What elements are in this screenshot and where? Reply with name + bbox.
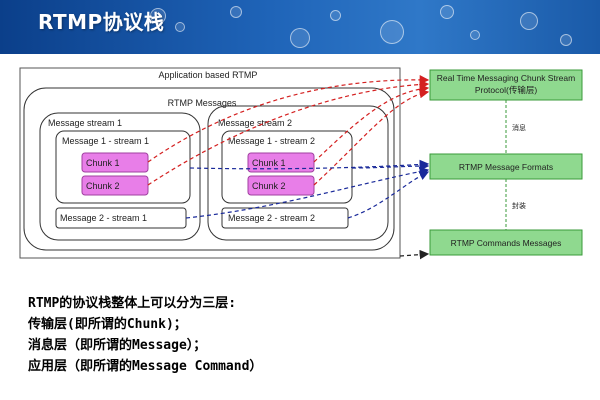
explanation-line-4: 应用层（即所谓的Message Command） [28, 359, 263, 374]
red-arrow-chunk-1-s1 [147, 75, 430, 163]
explanation-line-2: 传输层(即所谓的Chunk)； [28, 317, 187, 332]
stream-2-chunk-2 [247, 175, 315, 196]
application-label: Application based RTMP [159, 70, 258, 80]
message-1-stream-1-label: Message 1 - stream 1 [62, 136, 149, 146]
blue-arrow-message-1-s2 [351, 161, 430, 171]
bubble-decoration [440, 5, 454, 19]
blue-arrow-message-2-s2 [347, 171, 430, 219]
stream-1-chunk-2 [81, 175, 149, 196]
commands-layer-label: RTMP Commands Messages [451, 238, 562, 248]
stream-1-chunk-1 [81, 152, 149, 173]
explanation-line-3: 消息层（即所谓的Message）； [28, 338, 207, 353]
commands-layer-box [429, 229, 583, 256]
message-2-stream-1-label: Message 2 - stream 1 [60, 213, 147, 223]
side-label-upper: 消息 [512, 123, 526, 132]
bubble-decoration [290, 28, 310, 48]
chunk-stream-layer-label-line2: Protocol(传输层) [475, 85, 538, 95]
rtmp-messages-label: RTMP Messages [168, 98, 237, 108]
black-arrow-application [399, 249, 430, 260]
red-arrow-chunk-1-s2 [313, 84, 430, 163]
bubble-decoration [470, 30, 480, 40]
message-stream-1-label: Message stream 1 [48, 118, 122, 128]
stream-2-chunk-1-label: Chunk 1 [252, 158, 286, 168]
explanation-text: RTMP的协议栈整体上可以分为三层: 传输层(即所谓的Chunk)； 消息层（即… [28, 293, 588, 377]
blue-arrow-message-1-s1 [189, 159, 430, 170]
stream-2-chunk-2-label: Chunk 2 [252, 181, 286, 191]
stream-2-chunk-1 [247, 152, 315, 173]
stream-1-chunk-2-label: Chunk 2 [86, 181, 120, 191]
bubble-decoration [330, 10, 341, 21]
side-label-lower: 封装 [512, 201, 526, 210]
rtmp-stack-diagram: Application based RTMP RTMP Messages Mes… [19, 67, 583, 260]
bubble-decoration [150, 8, 166, 24]
message-1-stream-2-label: Message 1 - stream 2 [228, 136, 315, 146]
slide-title: RTMP协议栈 [38, 10, 165, 34]
stream-1-chunk-1-label: Chunk 1 [86, 158, 120, 168]
message-stream-2-label: Message stream 2 [218, 118, 292, 128]
bubble-decoration [560, 34, 572, 46]
message-stream-2-box [207, 105, 389, 241]
title-banner: RTMP协议栈 [0, 0, 600, 54]
message-formats-layer-label: RTMP Message Formats [459, 162, 553, 172]
bubble-decoration [230, 6, 242, 18]
message-stream-1-box [39, 112, 201, 241]
red-arrow-chunk-2-s2 [313, 88, 430, 186]
bubble-decoration [520, 12, 538, 30]
chunk-stream-layer-label-line1: Real Time Messaging Chunk Stream [437, 73, 575, 83]
bubble-decoration [175, 22, 185, 32]
message-2-stream-2-label: Message 2 - stream 2 [228, 213, 315, 223]
bubble-decoration [380, 20, 404, 44]
rtmp-messages-box [23, 87, 395, 251]
chunk-stream-layer-box [429, 69, 583, 101]
blue-arrow-message-2-s1 [185, 166, 430, 219]
explanation-line-1: RTMP的协议栈整体上可以分为三层: [28, 296, 237, 311]
red-arrow-chunk-2-s1 [147, 79, 430, 186]
